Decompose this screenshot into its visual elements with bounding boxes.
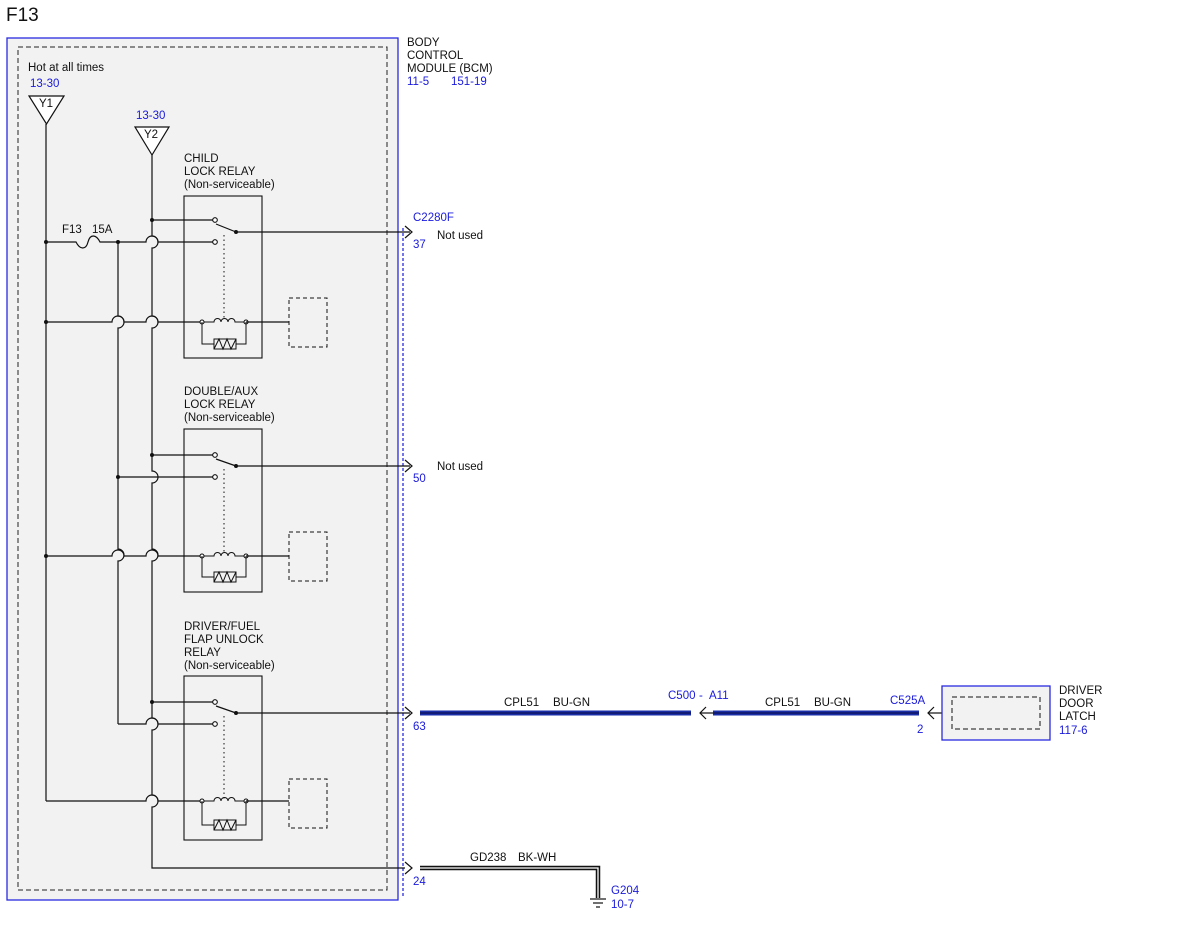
latch-name-line-3: LATCH [1059, 711, 1096, 723]
latch-connector-pin: 2 [917, 724, 923, 736]
page-title: F13 [6, 5, 39, 26]
bcm-ref-left: 11-5 [407, 76, 429, 88]
supply-y1-triangle-icon [27, 95, 66, 126]
relay3-label-line-3: RELAY [184, 647, 221, 659]
bcm-name-line-3: MODULE (BCM) [407, 63, 493, 75]
connector-c2280f-label: C2280F [413, 212, 454, 224]
relay3-label-line-1: DRIVER/FUEL [184, 621, 261, 633]
wire-cpl51-a-circuit: CPL51 [504, 697, 539, 709]
inline-connector-name: C500 [668, 690, 696, 702]
relay3-coil-feed [46, 794, 202, 802]
relay2-label-line-3: (Non-serviceable) [184, 412, 275, 424]
supply-y2-id: Y2 [144, 129, 158, 141]
fuse-rating: 15A [92, 224, 113, 236]
bcm-ref-right: 151-19 [451, 76, 487, 88]
latch-name-line-1: DRIVER [1059, 685, 1102, 697]
latch-ref: 117-6 [1059, 725, 1088, 737]
supply-y2-ref: 13-30 [136, 110, 165, 122]
relay3-label-line-4: (Non-serviceable) [184, 660, 275, 672]
pin-37-label: 37 [413, 239, 426, 251]
ground-name: G204 [611, 885, 640, 897]
hot-at-all-times-label: Hot at all times [28, 62, 104, 74]
relay1-label-line-3: (Non-serviceable) [184, 179, 275, 191]
fuse-name: F13 [62, 224, 82, 236]
pin-24-label: 24 [413, 876, 426, 888]
wire-gd238-color: BK-WH [518, 852, 556, 864]
ground-symbol-icon [590, 898, 606, 908]
wire-cpl51-b-color: BU-GN [814, 697, 851, 709]
bcm-name-line-1: BODY [407, 37, 440, 49]
inline-connector-pin: A11 [709, 690, 729, 702]
bcm-module-box [6, 37, 399, 901]
latch-name-line-2: DOOR [1059, 698, 1094, 710]
relay1-label-line-2: LOCK RELAY [184, 166, 256, 178]
wire-gd238 [420, 865, 601, 898]
bcm-inner-dashed [17, 46, 388, 891]
relay-driver-fuel-flap-unlock: DRIVER/FUEL FLAP UNLOCK RELAY (Non-servi… [183, 621, 410, 841]
relay3-label-line-2: FLAP UNLOCK [184, 634, 264, 646]
fuse-f13-icon [46, 235, 118, 249]
ground-ref: 10-7 [611, 899, 634, 911]
supply-y1-id: Y1 [39, 98, 53, 110]
pin-50-not-used: Not used [437, 461, 483, 473]
pin-50-label: 50 [413, 473, 426, 485]
driver-door-latch-inner [951, 696, 1041, 730]
relay1-coil-feed [46, 315, 202, 323]
wire-cpl51-a-color: BU-GN [553, 697, 590, 709]
relay-double-aux-lock: DOUBLE/AUX LOCK RELAY (Non-serviceable) [183, 386, 410, 593]
bcm-name-line-2: CONTROL [407, 50, 464, 62]
pin-63-label: 63 [413, 721, 426, 733]
relay2-label-line-1: DOUBLE/AUX [184, 386, 258, 398]
connector-pin-arrows [404, 225, 413, 875]
driver-door-latch-box [941, 685, 1051, 741]
wire-cpl51-b-circuit: CPL51 [765, 697, 800, 709]
relay1-label-line-1: CHILD [184, 153, 219, 165]
relay2-label-line-2: LOCK RELAY [184, 399, 256, 411]
inline-connector-sep: - [699, 690, 703, 702]
supply-y1-ref: 13-30 [30, 78, 59, 90]
pin-37-not-used: Not used [437, 230, 483, 242]
latch-connector-name: C525A [890, 695, 925, 707]
relay2-coil-feed [46, 549, 202, 557]
relay-child-lock: CHILD LOCK RELAY (Non-serviceable) [183, 153, 410, 359]
supply-y2-triangle-icon [133, 126, 171, 157]
wire-gd238-circuit: GD238 [470, 852, 506, 864]
